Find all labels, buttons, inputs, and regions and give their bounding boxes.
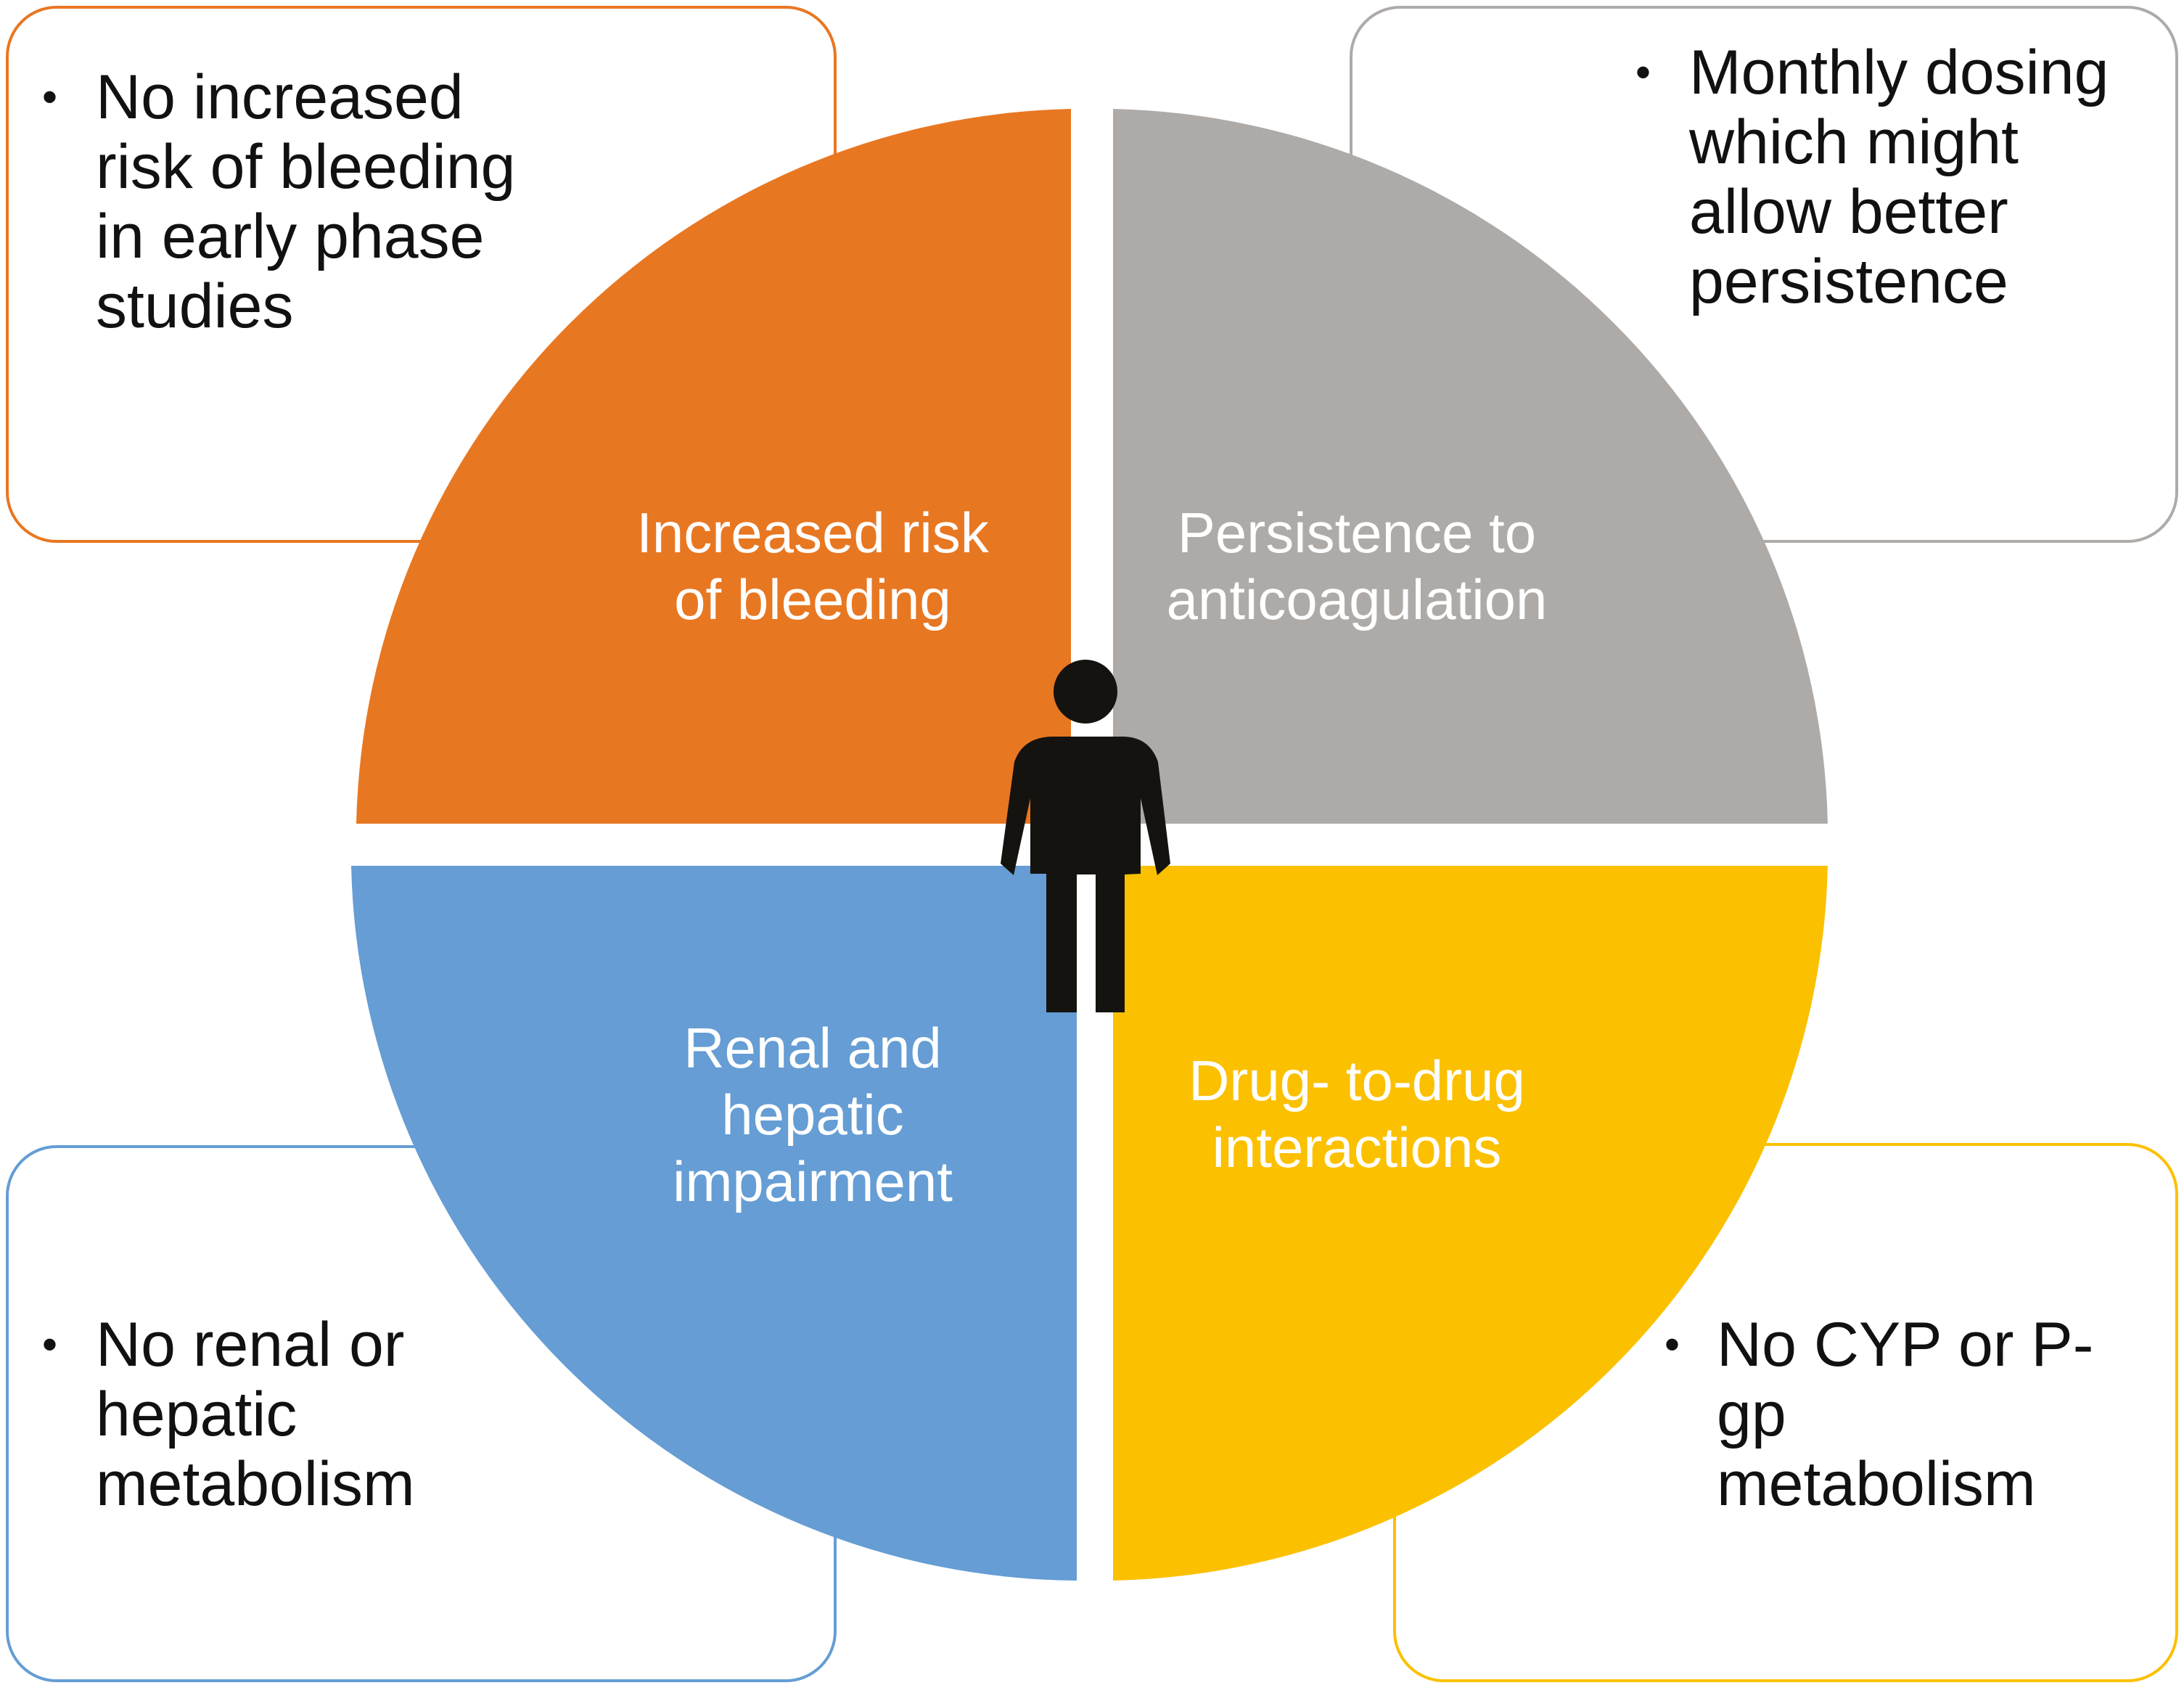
quadrant-bottom-left	[351, 866, 1077, 1581]
bullet-marker: •	[42, 1320, 58, 1369]
bullet-marker: •	[42, 73, 58, 121]
quadrant-top-left	[356, 109, 1071, 824]
quadrant-label-top-right: Persistence to anticoagulation	[1166, 501, 1548, 631]
quadrant-label-bottom-left: Renal and hepatic impairment	[673, 1016, 953, 1213]
quadrant-label-top-left: Increased risk of bleeding	[636, 501, 989, 631]
box-bottom-left-text: No renal or hepatic metabolism	[96, 1310, 415, 1519]
bullet-marker: •	[1635, 48, 1651, 97]
box-top-right-text: Monthly dosing which might allow better …	[1689, 38, 2109, 316]
quadrant-bottom-right	[1113, 866, 1828, 1581]
quadrant-label-bottom-right: Drug- to-drug interactions	[1189, 1049, 1525, 1179]
bullet-marker: •	[1664, 1320, 1680, 1369]
person-icon	[1001, 660, 1170, 1012]
box-bottom-right-text: No CYP or P- gp metabolism	[1717, 1310, 2094, 1519]
quadrant-top-right	[1113, 109, 1828, 824]
box-top-left-text: No increased risk of bleeding in early p…	[96, 62, 516, 341]
